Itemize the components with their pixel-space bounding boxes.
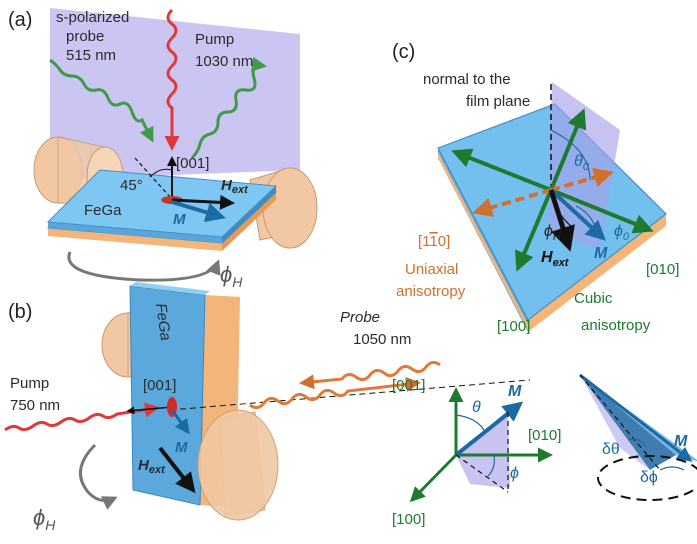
normal-plane-c — [548, 82, 620, 250]
axis-100-label-d: [100] — [392, 511, 425, 528]
probe-incident-beam — [49, 58, 154, 143]
precession-ellipse — [597, 455, 697, 501]
panel-e: δθ δϕ M — [579, 373, 697, 501]
phi-h-arc — [559, 213, 572, 227]
magnet-front-b — [197, 409, 279, 521]
m-arrow-e — [579, 373, 693, 462]
pump-beam-b — [4, 402, 160, 432]
probe-reflected-beam — [190, 56, 267, 160]
probe-incident-b — [299, 360, 441, 390]
cone-dashed-line — [579, 374, 661, 471]
m-label-b: M — [175, 439, 188, 456]
axis-001-label-d: [001] — [392, 377, 425, 394]
incidence-dashed-line — [134, 157, 171, 198]
h-ext-arrow-b — [158, 446, 196, 494]
phi0-arc — [575, 205, 597, 231]
theta0-arc — [550, 129, 591, 181]
angle-arc — [149, 168, 173, 178]
phi-h-label-a: ϕH — [220, 262, 243, 290]
dir-100-label: [100] — [497, 318, 530, 335]
cubic-arrow-3 — [515, 189, 553, 272]
axis-010-label-d: [010] — [528, 427, 561, 444]
m-label-a: M — [173, 211, 186, 228]
panel-c-tag: (c) — [392, 41, 415, 63]
dir-010-label: [010] — [646, 261, 679, 278]
phi-arc — [487, 454, 495, 477]
panel-c: (c) normal to the film plane θ0 ϕ0 — [392, 41, 679, 335]
probe-label-b-line2: 1050 nm — [353, 331, 411, 348]
pump-label-line2: 1030 nm — [195, 53, 253, 70]
probe-label-b-line1: Probe — [340, 309, 380, 326]
cubic-arrow-4 — [549, 108, 587, 191]
m-inplane-line — [455, 454, 509, 493]
phi-label: ϕ — [510, 465, 519, 482]
phi0-label: ϕ0 — [614, 223, 630, 243]
probe-label-line1: s-polarized — [56, 9, 129, 26]
probe-label-line3: 515 nm — [66, 47, 116, 64]
projection-plane — [456, 410, 510, 488]
panel-a: (a) — [8, 8, 318, 290]
cubic-arrow-2 — [550, 188, 654, 234]
axis-100-arrow-d — [409, 453, 458, 503]
axis-001-label-b: [001] — [143, 377, 176, 394]
phi-h-label-c: ϕH — [544, 223, 561, 243]
rotation-arrow-a — [67, 251, 221, 282]
probe-label-line2: probe — [66, 28, 104, 45]
panel-b-tag: (b) — [8, 301, 32, 323]
h-ext-arrow-a — [171, 194, 235, 210]
cone-dark-face — [580, 375, 676, 470]
dtheta-label: δθ — [602, 441, 620, 458]
m-arrow-d — [454, 401, 524, 457]
rotation-arrow-b — [79, 443, 118, 510]
theta-label: θ — [472, 399, 481, 416]
m-label-e: M — [674, 433, 688, 450]
panel-a-tag: (a) — [8, 9, 32, 31]
m-arrow-c — [549, 188, 606, 241]
probe-reflected-b — [249, 376, 421, 410]
h-ext-arrow-c — [548, 189, 575, 252]
normal-label-line2: film plane — [466, 93, 530, 110]
m-label-c: M — [594, 245, 608, 262]
uniaxial-label-line1: Uniaxial — [405, 261, 458, 278]
h-ext-label-c: Hext — [541, 249, 570, 269]
m-label-d: M — [508, 383, 522, 400]
probe-axis-dashed — [169, 379, 531, 411]
incidence-plane — [50, 8, 300, 180]
uniaxial-arrow-2 — [550, 167, 614, 192]
cubic-label-line2: anisotropy — [581, 317, 651, 334]
material-label-a: FeGa — [84, 202, 122, 219]
phi-h-label-b: ϕH — [33, 505, 56, 533]
dphi-label: δϕ — [640, 469, 658, 486]
cone-plane — [580, 375, 650, 470]
h-ext-label-a: Hext — [221, 177, 249, 196]
pump-beam — [164, 8, 180, 151]
m-arrow-a — [171, 200, 226, 222]
panel-d: [001] θ M [010] ϕ [100] — [392, 377, 561, 528]
axis-001-label-a: [001] — [176, 155, 209, 172]
theta-arc — [455, 414, 486, 433]
cubic-arrow-1 — [451, 148, 552, 192]
pump-label-line1: Pump — [195, 31, 234, 48]
theta0-label: θ0 — [574, 153, 590, 173]
panel-b: (b) FeGa P — [4, 282, 531, 533]
pump-label-b-line1: Pump — [10, 375, 49, 392]
cubic-label-line1: Cubic — [574, 290, 613, 307]
uniaxial-label-line2: anisotropy — [396, 283, 466, 300]
h-ext-label-b: Hext — [138, 457, 166, 476]
axis-001-arrow-b — [126, 406, 173, 415]
m-arrow-b — [170, 409, 190, 435]
dphi-arc — [659, 466, 685, 471]
pump-label-b-line2: 750 nm — [10, 397, 60, 414]
dtheta-arc — [627, 438, 647, 449]
angle-label: 45° — [120, 177, 143, 194]
normal-label-line1: normal to the — [423, 71, 511, 88]
dir-110-label: [110] — [418, 233, 450, 250]
material-label-b: FeGa — [152, 302, 174, 342]
